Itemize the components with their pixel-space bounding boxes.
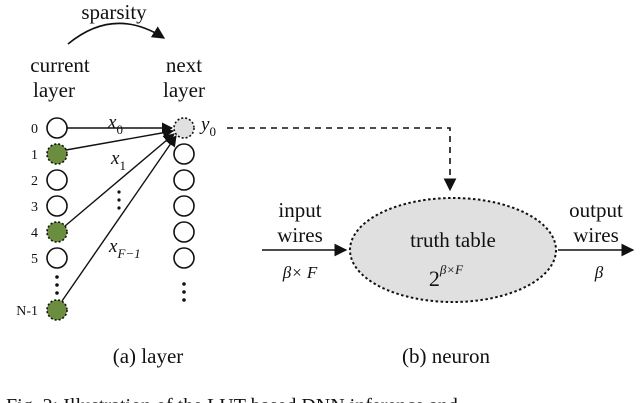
edge-label-x0: x0 — [107, 112, 123, 137]
current-layer-ellipsis — [55, 275, 59, 295]
current-node — [46, 117, 68, 139]
output-label-y0: y0 — [199, 114, 216, 139]
current-node — [46, 195, 68, 217]
edge-x4 — [64, 133, 175, 227]
input-label-line1: input — [278, 198, 321, 222]
output-width-label: β — [594, 263, 604, 282]
caption-b: (b) neuron — [402, 344, 491, 368]
next-node — [173, 169, 195, 191]
next-layer-ellipsis — [182, 282, 186, 302]
next-node — [173, 143, 195, 165]
next-layer-heading-line1: next — [166, 53, 202, 77]
truth-table-label: truth table — [410, 228, 496, 252]
sparsity-label: sparsity — [81, 0, 147, 24]
current-node — [46, 221, 68, 243]
node-index: 0 — [31, 122, 38, 137]
current-layer-heading-line1: current — [30, 53, 90, 77]
next-node-y0 — [173, 117, 195, 139]
node-index: 5 — [31, 252, 38, 267]
edge-xn — [61, 135, 177, 302]
node-index: 1 — [31, 148, 38, 163]
current-layer-heading-line2: layer — [33, 78, 75, 102]
edge-label-xf: xF−1 — [108, 236, 141, 261]
edge-label-x1: x1 — [110, 148, 126, 173]
edge-x1 — [65, 127, 175, 151]
node-index: 2 — [31, 174, 38, 189]
figure-caption: Fig. 2: Illustration of the LUT-based DN… — [6, 395, 458, 403]
current-node — [46, 299, 68, 321]
caption-a: (a) layer — [113, 344, 184, 368]
current-node — [46, 169, 68, 191]
output-label-line1: output — [569, 198, 623, 222]
input-label-line2: wires — [277, 223, 323, 247]
node-index: 4 — [31, 226, 38, 241]
truth-table-ellipse — [349, 197, 557, 303]
truth-table-size: 2β×F — [429, 262, 464, 291]
input-width-label: β× F — [282, 263, 318, 282]
next-node — [173, 195, 195, 217]
node-index: 3 — [31, 200, 38, 215]
next-layer-heading-line2: layer — [163, 78, 205, 102]
y0-connector-arrow — [227, 127, 457, 192]
next-node — [173, 247, 195, 269]
node-index: N-1 — [16, 304, 38, 319]
output-label-line2: wires — [573, 223, 619, 247]
current-node — [46, 247, 68, 269]
edge-label-ellipsis — [117, 190, 121, 210]
current-layer-nodes — [46, 117, 68, 321]
current-node — [46, 143, 68, 165]
next-node — [173, 221, 195, 243]
sparsity-arrow — [67, 22, 166, 45]
